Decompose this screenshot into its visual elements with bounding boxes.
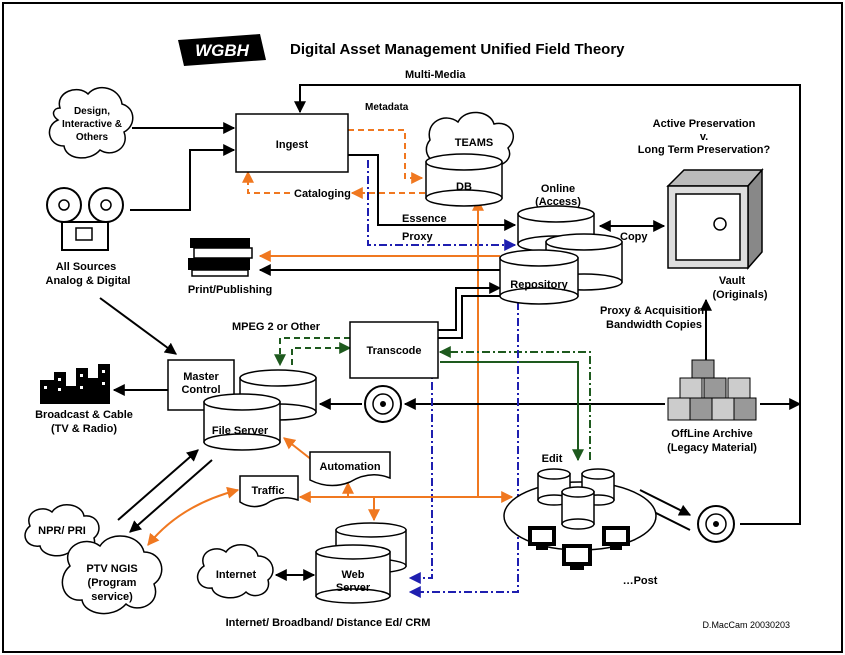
edit-to-transcode-arrow [438, 346, 591, 460]
transcode-to-webserver-arrow [408, 366, 433, 584]
transcode-repository-link [438, 295, 500, 339]
web-server-label-line2: Server [336, 582, 371, 594]
design-label-line3: Others [76, 132, 109, 143]
edit-storage-cylinder-left[interactable] [537, 468, 571, 506]
distribution-caption: Internet/ Broadband/ Distance Ed/ CRM [226, 617, 431, 629]
multimedia-flow-arrow [294, 84, 801, 400]
online-label-line1: Online [541, 183, 575, 195]
file-server-cylinder[interactable]: File Server [203, 393, 281, 451]
fileserver-to-ptv-arrow [129, 459, 213, 533]
db-cylinder[interactable]: DB [425, 153, 503, 207]
post-to-reel-arrow [639, 489, 692, 516]
proxy-label: Proxy [402, 231, 433, 243]
safe-vault-icon [666, 168, 764, 270]
computer-workstation-icon [562, 544, 592, 570]
transcode-to-edit-arrow [440, 361, 584, 462]
edit-storage-cylinder-center[interactable] [561, 486, 595, 530]
transcode-box[interactable]: Transcode [349, 321, 439, 379]
ptv-ngis-label-line1: PTV NGIS [86, 563, 137, 575]
db-label: DB [456, 181, 472, 193]
broadcast-label-line2: (TV & Radio) [51, 423, 117, 435]
city-skyline-icon [40, 364, 110, 404]
proxy-acquisition-label-line1: Proxy & Acquisition [600, 305, 704, 317]
mpeg-label: MPEG 2 or Other [232, 321, 321, 333]
web-server-label-line1: Web [341, 569, 364, 581]
essence-flow-arrow [348, 154, 517, 231]
archive-boxes-icon [667, 359, 757, 421]
metadata-flow-arrow [348, 129, 424, 184]
internet-cloud: Internet [196, 544, 274, 599]
multimedia-label: Multi-Media [405, 69, 466, 81]
books-icon [188, 238, 253, 277]
copy-label: Copy [620, 231, 648, 243]
sources-to-master-control-arrow [99, 297, 177, 355]
wgbh-logo: WGBH [178, 34, 266, 66]
design-label-line1: Design, [74, 106, 110, 117]
broadcast-label-line1: Broadcast & Cable [35, 409, 133, 421]
vault-label-line2: (Originals) [712, 289, 767, 301]
tape-reel-icon [697, 505, 735, 543]
repository-label: Repository [510, 279, 568, 291]
sources-to-ingest-arrow [130, 144, 236, 211]
fileserver-to-transcode-arrow [291, 342, 352, 365]
post-label: …Post [623, 575, 658, 587]
essence-label: Essence [402, 213, 447, 225]
file-server-label: File Server [212, 425, 269, 437]
offline-archive-label-line1: OffLine Archive [671, 428, 753, 440]
ingest-label: Ingest [276, 139, 309, 151]
all-sources-label-line2: Analog & Digital [46, 275, 131, 287]
ptv-ngis-cloud: PTV NGIS (Program service) [61, 535, 163, 615]
transcode-label: Transcode [366, 345, 421, 357]
tape-deck-icon [46, 187, 124, 251]
master-control-label-line1: Master [183, 371, 219, 383]
cataloging-label: Cataloging [294, 188, 351, 200]
computer-workstation-icon [602, 526, 630, 550]
design-cloud: Design, Interactive & Others [48, 86, 134, 159]
traffic-label: Traffic [251, 485, 284, 497]
master-control-label-line2: Control [181, 384, 220, 396]
offline-archive-label-line2: (Legacy Material) [667, 442, 757, 454]
proxy-flow-arrow [367, 160, 517, 251]
computer-workstation-icon [528, 526, 556, 550]
ptv-ngis-label-line2: (Program [88, 577, 137, 589]
preservation-label-line3: Long Term Preservation? [638, 144, 771, 156]
preservation-label-line1: Active Preservation [653, 118, 756, 130]
web-server-cylinder[interactable]: Web Server [315, 544, 391, 604]
proxy-acquisition-label-line2: Bandwidth Copies [606, 319, 702, 331]
repository-to-webserver-arrow [408, 302, 519, 598]
tape-reel-icon [364, 385, 402, 423]
npr-to-fileserver-arrow [117, 449, 199, 521]
traffic-box[interactable]: Traffic [239, 475, 299, 508]
automation-to-fileserver-arrow [283, 437, 313, 461]
automation-box[interactable]: Automation [309, 451, 391, 487]
cataloging-to-ingest-arrow [242, 170, 290, 194]
preservation-label-line2: v. [700, 131, 708, 143]
design-label-line2: Interactive & [62, 119, 122, 130]
teams-label: TEAMS [455, 137, 494, 149]
transcode-to-repository-arrow [438, 282, 502, 331]
automation-label: Automation [319, 461, 380, 473]
ingest-box[interactable]: Ingest [235, 113, 349, 173]
logo-text: WGBH [195, 41, 250, 60]
print-publishing-label: Print/Publishing [188, 284, 272, 296]
metadata-label: Metadata [365, 102, 409, 113]
online-label-line2: (Access) [535, 196, 581, 208]
page-title: Digital Asset Management Unified Field T… [290, 41, 625, 58]
all-sources-label-line1: All Sources [56, 261, 117, 273]
online-storage-cylinder[interactable] [517, 205, 595, 253]
npr-pri-label: NPR/ PRI [38, 525, 86, 537]
traffic-to-ptv-arrow [147, 486, 240, 546]
ptv-ngis-label-line3: service) [91, 591, 133, 603]
vault-label-line1: Vault [719, 275, 746, 287]
repository-cylinder[interactable]: Repository [499, 249, 579, 305]
author-credit: D.MacCam 20030203 [702, 620, 790, 630]
edit-label: Edit [542, 453, 563, 465]
internet-label: Internet [216, 569, 257, 581]
mpeg-to-fileserver-arrow [274, 337, 350, 367]
reel-to-loop-line [740, 400, 801, 525]
